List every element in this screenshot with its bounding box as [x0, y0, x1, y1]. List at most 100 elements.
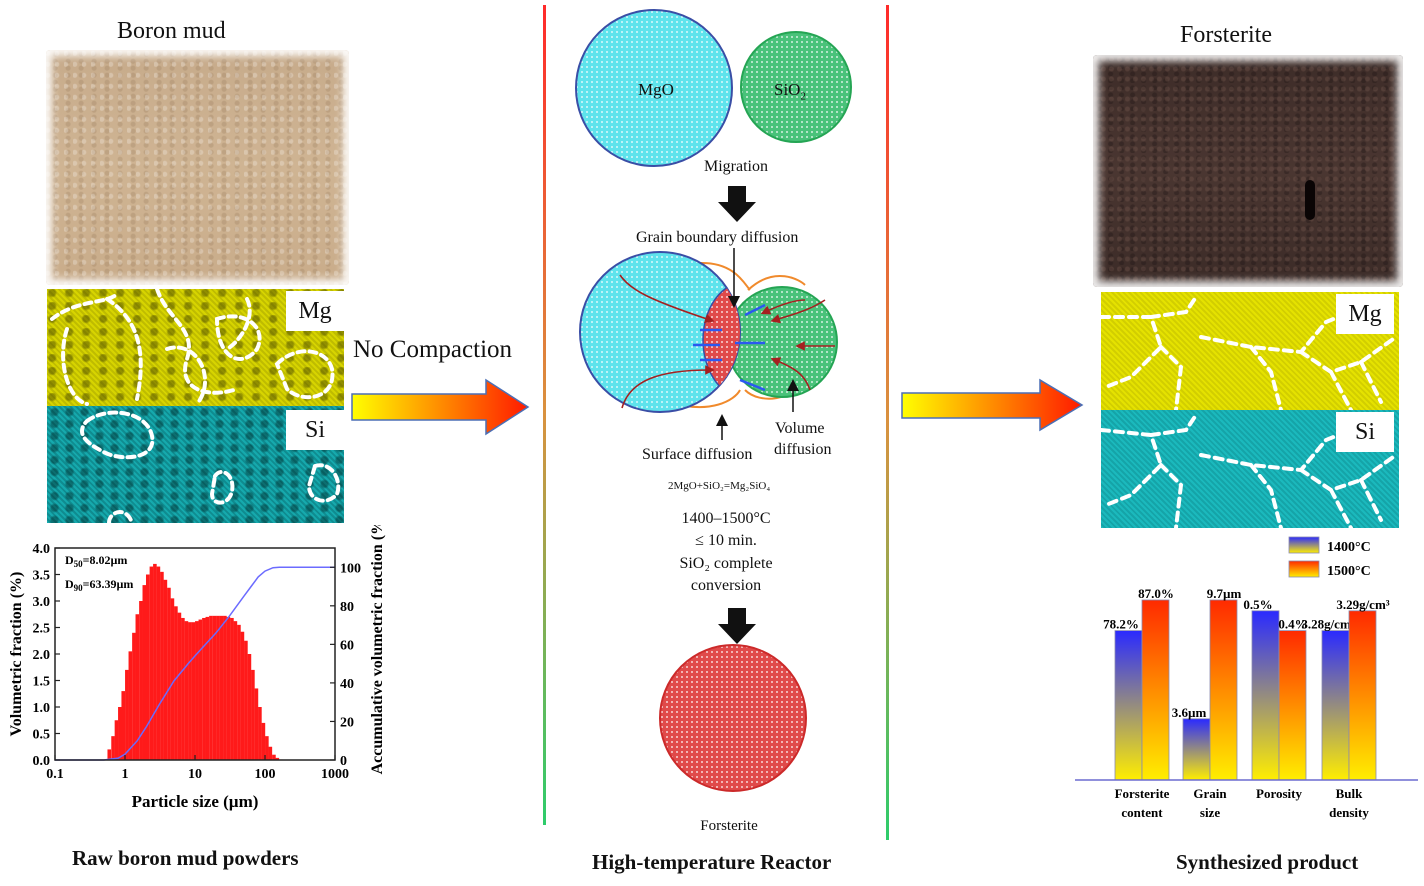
- histogram-bar: [251, 669, 255, 760]
- photo-crack: [1305, 180, 1315, 220]
- histogram-bar: [258, 707, 262, 760]
- category-label: Bulk: [1336, 786, 1364, 801]
- property-bar-1500: [1278, 630, 1307, 781]
- arrow-down-1: [718, 186, 756, 222]
- y-tick-label: 0.0: [33, 754, 51, 769]
- sio2-label: SiO2: [774, 80, 806, 102]
- sio2-label-sub: 2: [800, 90, 806, 103]
- condition-conversion-2: conversion: [690, 577, 762, 594]
- histogram-bar: [261, 722, 266, 760]
- mgo-particle: [575, 9, 733, 167]
- histogram-bar: [268, 746, 273, 760]
- histogram-bar: [142, 585, 147, 760]
- surface-diffusion-neck: [669, 261, 806, 409]
- eds-label-mg-product: Mg: [1336, 294, 1394, 334]
- y-tick-label: 4.0: [33, 542, 51, 557]
- histogram-bar: [233, 621, 238, 760]
- right-panel-caption: Synthesized product: [1176, 850, 1359, 874]
- forsterite-photo: [1093, 55, 1403, 287]
- histogram-bar: [209, 615, 213, 760]
- histogram-bar: [265, 736, 269, 760]
- bar-value-label: 9.7µm: [1207, 586, 1242, 601]
- histogram-bar: [202, 617, 206, 760]
- y2-tick-label: 0: [340, 754, 347, 769]
- bar-value-label: 0.5%: [1243, 597, 1272, 612]
- histogram-bar: [163, 579, 168, 760]
- annotation-d50: D50=8.02µm: [65, 553, 127, 569]
- legend-swatch: [1288, 560, 1320, 578]
- histogram-bar: [212, 615, 217, 760]
- boron-mud-photo: [46, 50, 349, 285]
- x-axis-label: Particle size (µm): [132, 792, 259, 811]
- bar-value-label: 87.0%: [1138, 586, 1174, 601]
- histogram-bar: [237, 624, 241, 760]
- histogram-bar: [184, 621, 189, 760]
- histogram-bar: [240, 631, 245, 760]
- histogram-bar: [244, 640, 248, 760]
- y-axis-label: Volumetric fraction (%): [8, 572, 25, 737]
- histogram-bar: [198, 619, 203, 760]
- histogram-bar: [181, 617, 185, 760]
- volume-diffusion-label-1: Volume: [775, 420, 825, 437]
- histogram-bar: [216, 615, 220, 760]
- arrow-down-2: [718, 608, 756, 644]
- cumulative-line: [55, 566, 335, 761]
- histogram-bar: [139, 601, 143, 760]
- histogram-bar: [188, 622, 192, 760]
- property-bar-1500: [1141, 599, 1170, 781]
- eds-map-si-raw: Si: [47, 406, 344, 523]
- histogram-bar: [132, 632, 136, 760]
- properties-bar-chart: 78.2%87.0%Forsteritecontent3.6µm9.7µmGra…: [1075, 536, 1418, 820]
- histogram-bar: [128, 651, 133, 760]
- histogram-bar: [191, 622, 196, 760]
- legend-label: 1500°C: [1327, 564, 1371, 579]
- bar-value-label: 3.29g/cm³: [1336, 597, 1389, 612]
- property-bar-1400: [1251, 610, 1280, 781]
- histogram-bar: [149, 566, 154, 760]
- bar-value-label: 0.4%: [1278, 617, 1307, 632]
- y2-tick-label: 80: [340, 600, 354, 615]
- grain-boundary-label: Grain boundary diffusion: [636, 229, 799, 246]
- y-tick-label: 1.0: [33, 701, 51, 716]
- histogram-bar: [223, 615, 227, 760]
- property-bar-1400: [1321, 630, 1350, 781]
- x-tick-label: 0.1: [46, 767, 64, 782]
- category-label: Forsterite: [1115, 786, 1170, 801]
- x-tick-label: 100: [255, 767, 276, 782]
- forsterite-product-label: Forsterite: [700, 818, 758, 834]
- histogram-bar: [219, 615, 224, 760]
- eds-map-mg-raw: Mg: [47, 289, 344, 406]
- forsterite-particle: [659, 644, 807, 792]
- condition-time: ≤ 10 min.: [695, 532, 757, 549]
- mgo-label: MgO: [638, 80, 674, 99]
- surface-diffusion-label: Surface diffusion: [642, 446, 753, 463]
- histogram-bar: [111, 736, 115, 760]
- eds-label-si-raw: Si: [286, 410, 344, 450]
- property-bar-1500: [1209, 599, 1238, 781]
- histogram-bar: [125, 669, 129, 760]
- eds-map-mg-product: Mg: [1101, 292, 1399, 410]
- reaction-mechanism-diagram: [575, 9, 852, 792]
- process-arrow-left: [351, 378, 530, 436]
- property-bar-1400: [1114, 630, 1143, 781]
- histogram-bar: [174, 606, 178, 760]
- histogram-bar: [167, 587, 171, 760]
- annotation-d90: D90=63.39µm: [65, 577, 133, 593]
- no-compaction-label: No Compaction: [353, 336, 513, 363]
- histogram-bar: [226, 616, 231, 760]
- histogram-bar: [153, 563, 157, 760]
- y-tick-label: 2.0: [33, 648, 51, 663]
- divider-right: [886, 5, 889, 840]
- property-bar-1500: [1348, 610, 1377, 781]
- bar-value-label: 3.6µm: [1172, 705, 1207, 720]
- eds-map-si-product: Si: [1101, 410, 1399, 528]
- condition-conversion-1: SiO₂ complete: [679, 555, 773, 572]
- histogram-bar: [145, 574, 150, 760]
- center-panel-caption: High-temperature Reactor: [592, 850, 832, 874]
- y2-tick-label: 40: [340, 677, 354, 692]
- volume-diffusion-label-2: diffusion: [774, 441, 832, 458]
- y2-tick-label: 60: [340, 638, 354, 653]
- category-label: size: [1200, 805, 1220, 820]
- process-arrow-right: [901, 378, 1084, 432]
